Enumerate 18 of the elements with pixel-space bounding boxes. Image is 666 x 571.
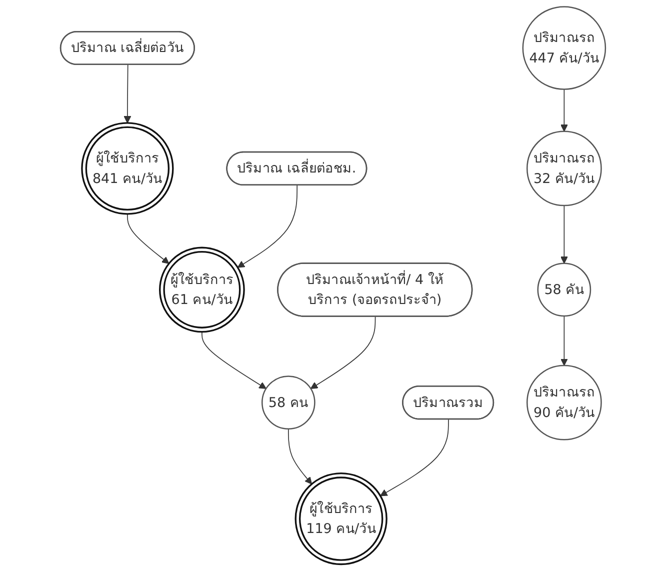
node-circle	[526, 364, 602, 440]
node-circle	[81, 122, 174, 215]
arrow	[560, 205, 568, 264]
node-circle	[526, 130, 602, 206]
arrow	[237, 184, 298, 268]
node-circle	[294, 472, 388, 566]
arrow	[560, 316, 568, 366]
node-circle	[537, 262, 592, 317]
node-circle	[261, 376, 316, 430]
node-circle	[159, 246, 245, 333]
arrow	[202, 331, 266, 389]
arrow	[380, 418, 449, 496]
arrow	[310, 316, 376, 389]
arrow	[124, 64, 132, 124]
arrow	[127, 214, 170, 264]
arrow	[560, 88, 568, 132]
node-circle	[522, 6, 606, 90]
arrow	[288, 428, 312, 484]
